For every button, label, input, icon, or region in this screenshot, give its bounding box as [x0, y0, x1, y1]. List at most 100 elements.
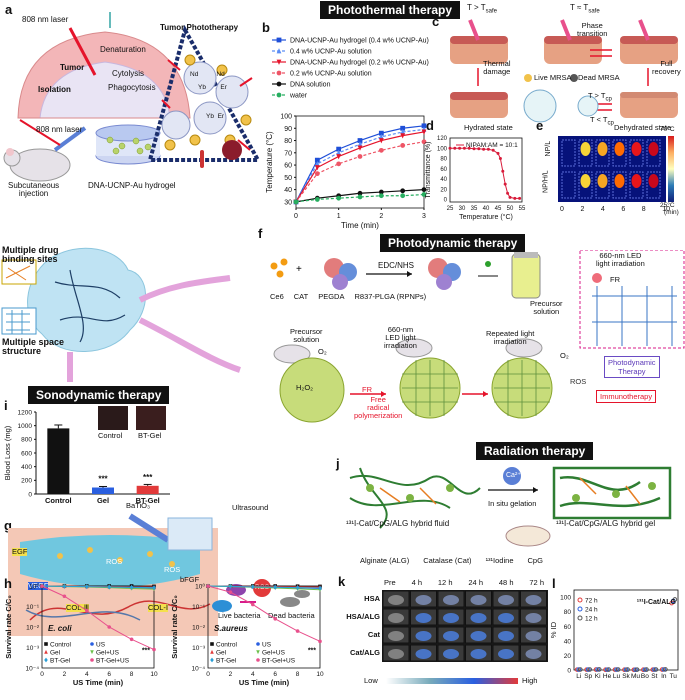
- l-ytick-label: 40: [564, 638, 572, 645]
- b-point: [400, 125, 406, 131]
- f-cat: CAT: [293, 292, 309, 301]
- e-well: [629, 139, 644, 167]
- b-point: [421, 123, 427, 129]
- h2-point: [251, 602, 255, 607]
- b-point: [400, 193, 406, 199]
- h2-series-line: [207, 585, 321, 589]
- d-xtick-label: 45: [495, 206, 502, 212]
- b-legend-marker: [276, 92, 282, 98]
- b-ytick-label: 60: [284, 163, 292, 170]
- e-well: [595, 139, 610, 167]
- h2-ytick-label: 10⁻²: [192, 624, 206, 631]
- h2-legend-marker: [210, 649, 214, 654]
- d-point: [518, 196, 522, 200]
- j-gel: ¹³¹I-Cat/CpG/ALG hybrid gel: [556, 519, 656, 528]
- h1-legend-marker: [90, 650, 94, 655]
- b-ytick-label: 30: [284, 199, 292, 206]
- e-t8: 8: [641, 206, 646, 213]
- f-ros: ROS: [570, 377, 587, 386]
- l-point: [672, 597, 678, 602]
- l-point: [604, 667, 610, 672]
- atom-er2: Er: [217, 113, 225, 120]
- i-photo-control: [98, 406, 128, 430]
- panel-a-denaturation: Denaturation: [100, 45, 146, 54]
- panel-a-phagocytosis: Phagocytosis: [108, 83, 156, 92]
- b-ytick-label: 50: [284, 175, 292, 182]
- h1-series-line: [41, 585, 155, 651]
- g-live: Live bacteria: [218, 611, 261, 620]
- h2-xtick-label: 0: [206, 671, 210, 678]
- f-legend-row: Ce6 CAT PEGDA R837-PLGA (RPNPs): [270, 292, 426, 301]
- d-xtick-label: 55: [519, 206, 526, 212]
- d-ytick-label: 80: [440, 157, 447, 163]
- panel-a-laser2: 808 nm laser: [36, 125, 83, 134]
- c-tcp-lt: T < T: [590, 115, 608, 124]
- d-xtick-label: 35: [471, 206, 478, 212]
- b-point: [336, 146, 342, 152]
- d-ytick-label: 100: [437, 146, 448, 152]
- panel-j-label: j: [336, 456, 340, 471]
- h2-point: [318, 585, 322, 591]
- e-well: [646, 171, 661, 199]
- e-t4: 4: [600, 206, 605, 213]
- h2-legend-marker: [210, 657, 214, 663]
- b-xtick-label: 2: [379, 213, 383, 220]
- i-ytick-label: 800: [21, 437, 32, 444]
- h1-legend-label: BT-Gel: [50, 657, 71, 664]
- h2-annotation: S.aureus: [214, 624, 248, 633]
- k-row-cat: Cat: [367, 630, 380, 639]
- j-ca: Ca²⁺: [506, 472, 521, 479]
- l-point: [642, 667, 648, 672]
- l-annotation: ¹³¹I-Cat/ALG: [637, 599, 677, 606]
- k-col-72h: 72 h: [529, 578, 544, 587]
- l-point: [653, 667, 659, 672]
- c-cp2: cp: [607, 120, 614, 127]
- l-point: [661, 667, 667, 672]
- k-cell-signal: [525, 631, 542, 641]
- h1-point: [40, 584, 44, 588]
- h2-ytick-label: 10⁻³: [192, 645, 206, 652]
- f-ce6: Ce6: [270, 292, 284, 301]
- b-point: [400, 133, 406, 139]
- panel-a-cytolysis: Cytolysis: [112, 69, 145, 78]
- b-point: [314, 160, 320, 167]
- d-ylabel: Transmittance (%): [425, 142, 432, 199]
- atom-nd: Nd: [190, 71, 199, 78]
- h1-legend-marker: [90, 642, 94, 646]
- b-point: [400, 188, 406, 194]
- l-point: [615, 667, 621, 672]
- l-ytick-label: 60: [564, 624, 572, 631]
- h2-legend-marker: [256, 650, 260, 655]
- h2-xtick-label: 2: [229, 671, 233, 678]
- b-point: [314, 165, 320, 171]
- k-cell-signal: [498, 613, 514, 623]
- h1-legend-label: BT-Gel+US: [96, 657, 130, 664]
- b-point: [378, 193, 384, 199]
- b-legend-label: water: [289, 93, 308, 100]
- h1-point: [62, 594, 67, 599]
- panel-a-tumor: Tumor: [60, 63, 85, 72]
- k-cell-signal: [525, 649, 542, 659]
- f-r837: R837-PLGA (RPNPs): [354, 292, 427, 301]
- e-well-hot: [648, 174, 659, 188]
- d-xtick-label: 50: [507, 206, 514, 212]
- l-point: [606, 667, 611, 672]
- i-ytick-label: 1200: [18, 409, 33, 416]
- k-low: Low: [364, 676, 378, 685]
- b-point: [378, 189, 384, 195]
- h2-legend-label: BT-Gel: [216, 657, 237, 664]
- k-cell-signal: [388, 649, 404, 659]
- d-series-line: [450, 147, 520, 199]
- panel-g-label: g: [4, 518, 12, 533]
- b-point: [293, 199, 299, 205]
- g-ros2: ROS: [164, 565, 181, 574]
- e-t0: 0: [560, 206, 564, 213]
- g-vegf: VEGF: [28, 581, 49, 590]
- d-ytick-label: 60: [440, 167, 447, 173]
- i-ytick-label: 1000: [18, 423, 33, 430]
- k-cell-signal: [525, 613, 542, 623]
- l-xtick-label: Tu: [670, 673, 678, 680]
- g-dead: Dead bacteria: [268, 611, 315, 620]
- panel-c-live: Live MRSA: [534, 73, 572, 82]
